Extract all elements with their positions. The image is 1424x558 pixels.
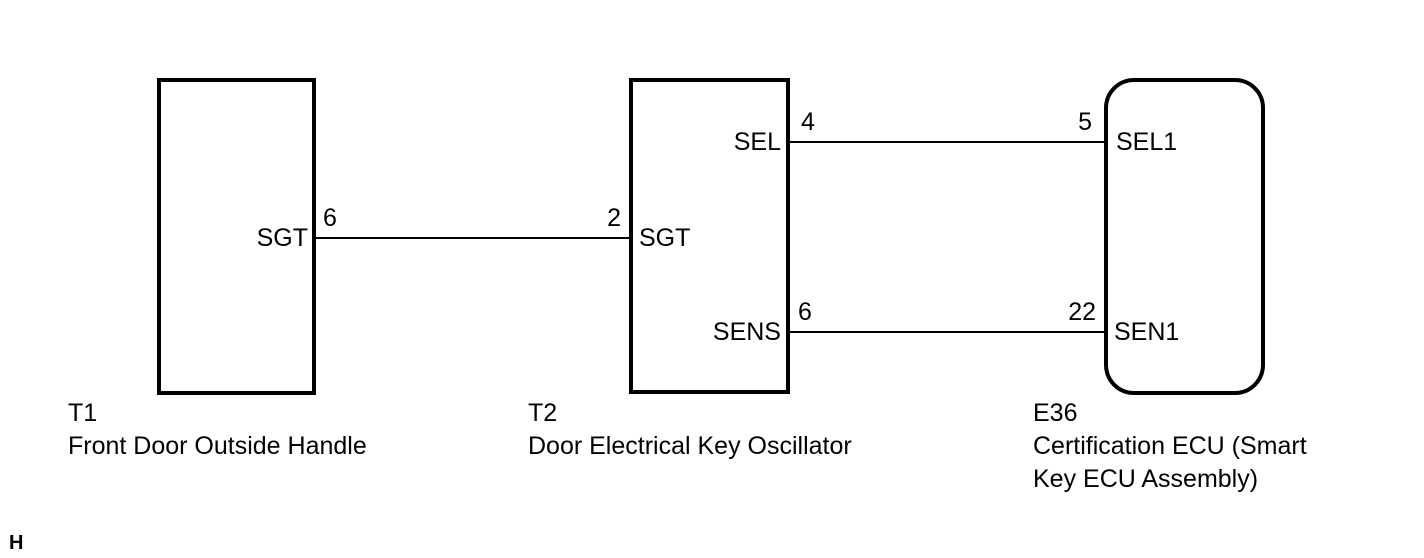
component-box-e36 xyxy=(1104,78,1265,395)
pin-number-e36-sel1: 5 xyxy=(1078,108,1092,136)
component-caption-e36: E36 Certification ECU (Smart Key ECU Ass… xyxy=(1033,397,1307,496)
wire-t2-sens-to-e36-sen1 xyxy=(790,331,1104,333)
component-id-t1: T1 xyxy=(68,399,98,427)
wire-t2-sel-to-e36-sel1 xyxy=(790,141,1104,143)
component-name-t2: Door Electrical Key Oscillator xyxy=(528,432,852,460)
pin-number-t2-sens: 6 xyxy=(798,298,812,326)
pin-label-t2-sel: SEL xyxy=(733,128,781,156)
component-name-e36-line1: Certification ECU (Smart xyxy=(1033,432,1307,460)
component-id-e36: E36 xyxy=(1033,399,1078,427)
pin-label-e36-sel1: SEL1 xyxy=(1116,128,1178,156)
component-id-t2: T2 xyxy=(528,399,558,427)
component-box-t2 xyxy=(629,78,790,394)
component-name-e36-line2: Key ECU Assembly) xyxy=(1033,465,1259,493)
pin-label-t2-sgt: SGT xyxy=(639,224,691,252)
component-caption-t1: T1 Front Door Outside Handle xyxy=(68,397,367,463)
pin-label-t1-sgt: SGT xyxy=(256,224,308,252)
footer-partial-char: H xyxy=(9,532,24,554)
component-caption-t2: T2 Door Electrical Key Oscillator xyxy=(528,397,852,463)
pin-number-e36-sen1: 22 xyxy=(1068,298,1096,326)
pin-number-t1-sgt: 6 xyxy=(323,204,337,232)
wire-t1-sgt-to-t2-sgt xyxy=(316,237,629,239)
pin-number-t2-sel: 4 xyxy=(801,108,815,136)
component-box-t1 xyxy=(157,78,316,395)
pin-number-t2-sgt: 2 xyxy=(607,204,621,232)
pin-label-e36-sen1: SEN1 xyxy=(1114,318,1180,346)
component-name-t1: Front Door Outside Handle xyxy=(68,432,367,460)
pin-label-t2-sens: SENS xyxy=(712,318,781,346)
